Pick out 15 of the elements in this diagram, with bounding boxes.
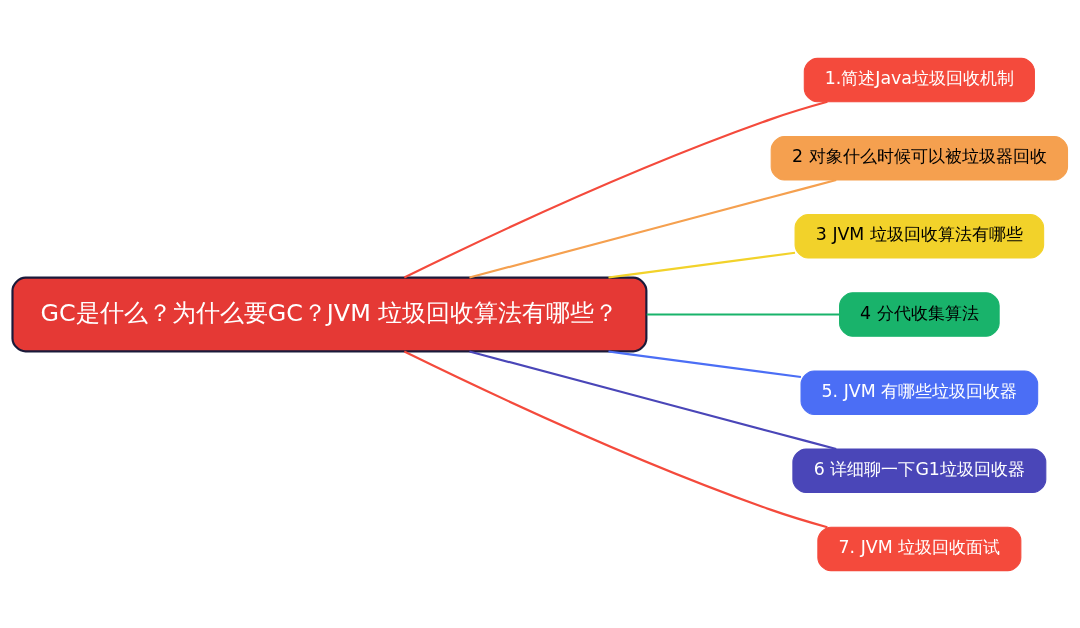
connector <box>403 350 828 528</box>
node-box: 3 JVM 垃圾回收算法有哪些 <box>794 213 1045 259</box>
connector <box>608 349 802 378</box>
node-box: 6 详细聊一下G1垃圾回收器 <box>792 448 1047 493</box>
node-box: 4 分代收集算法 <box>839 291 1000 337</box>
node-box: 2 对象什么时候可以被垃圾器回收 <box>770 135 1069 180</box>
connector <box>469 349 837 450</box>
connector <box>646 312 840 316</box>
node-box: 5. JVM 有哪些垃圾回收器 <box>800 369 1039 415</box>
node-box: 7. JVM 垃圾回收面试 <box>817 526 1022 571</box>
node-box: 1.简述Java垃圾回收机制 <box>803 57 1035 102</box>
node-box: GC是什么？为什么要GC？JVM 垃圾回收算法有哪些？ <box>11 276 648 352</box>
connector <box>608 251 796 279</box>
connector <box>469 178 837 279</box>
connector <box>403 100 828 278</box>
